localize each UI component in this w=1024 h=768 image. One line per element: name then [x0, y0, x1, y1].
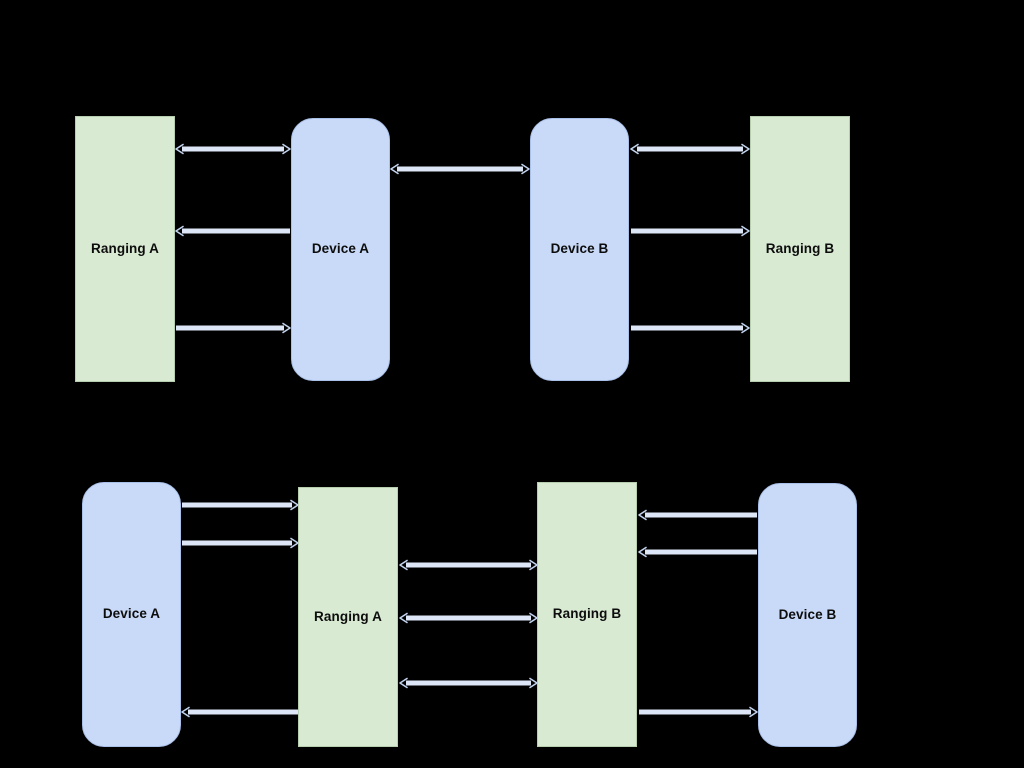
arrow-both: [175, 142, 291, 156]
arrow-left: [175, 224, 290, 238]
node-label: Ranging B: [552, 606, 622, 622]
node-top-ranging-b[interactable]: Ranging B: [750, 116, 850, 382]
arrow-both: [630, 142, 750, 156]
arrow-both: [399, 558, 538, 572]
arrow-left: [638, 545, 757, 559]
arrow-right: [639, 705, 758, 719]
node-label: Device B: [550, 241, 609, 257]
node-bot-ranging-b[interactable]: Ranging B: [537, 482, 637, 747]
arrow-right: [631, 321, 750, 335]
node-top-device-a[interactable]: Device A: [291, 118, 390, 381]
arrow-left: [638, 508, 757, 522]
node-top-ranging-a[interactable]: Ranging A: [75, 116, 175, 382]
node-label: Device A: [311, 241, 370, 257]
node-label: Ranging A: [91, 240, 159, 256]
node-bot-ranging-a[interactable]: Ranging A: [298, 487, 398, 747]
node-top-device-b[interactable]: Device B: [530, 118, 629, 381]
node-label: Device B: [778, 606, 837, 622]
arrow-both: [399, 611, 538, 625]
arrow-right: [182, 498, 299, 512]
node-bot-device-a[interactable]: Device A: [82, 482, 181, 747]
arrow-both: [390, 162, 530, 176]
node-label: Ranging B: [765, 240, 835, 256]
arrow-left: [181, 705, 298, 719]
node-bot-device-b[interactable]: Device B: [758, 483, 857, 747]
arrow-right: [176, 321, 291, 335]
arrow-right: [631, 224, 750, 238]
arrow-both: [399, 676, 538, 690]
node-label: Ranging A: [314, 608, 382, 624]
arrow-right: [182, 536, 299, 550]
node-label: Device A: [102, 606, 161, 622]
